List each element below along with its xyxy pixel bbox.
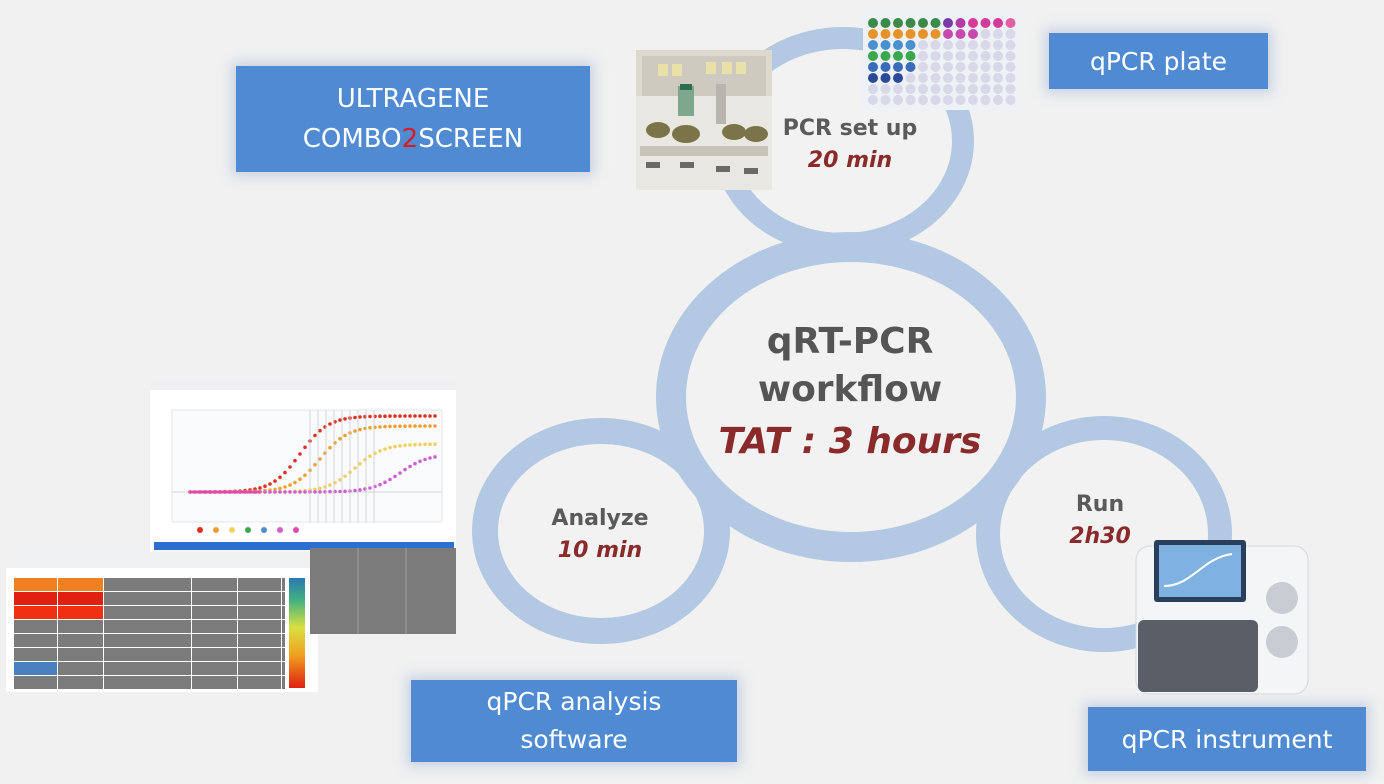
step-pcr-setup: PCR set up 20 min (760, 114, 940, 178)
amplification-plot-screenshot (150, 382, 456, 570)
center-line1: qRT-PCR (766, 321, 934, 362)
product-line2-accent: 2 (401, 124, 419, 154)
step-time: 2h30 (1069, 524, 1131, 549)
step-time: 10 min (557, 538, 643, 563)
step-run: Run 2h30 (1020, 490, 1180, 554)
product-line2-prefix: COMBO (302, 124, 402, 154)
analysis-software-box: qPCR analysis software (411, 680, 737, 762)
step-label: Analyze (551, 506, 649, 531)
qpcr-plate-image (863, 14, 1021, 110)
results-panel-screenshot (310, 548, 456, 634)
turnaround-time: TAT : 3 hours (718, 421, 982, 462)
step-label: Run (1075, 492, 1125, 517)
center-title: qRT-PCR workflow TAT : 3 hours (680, 318, 1020, 470)
center-line2: workflow (757, 369, 943, 410)
analysis-line2: software (520, 725, 628, 754)
product-name-box: ULTRAGENE COMBO2SCREEN (236, 66, 590, 172)
step-label: PCR set up (782, 116, 918, 141)
heatmap-table-screenshot (6, 552, 318, 692)
qpcr-plate-label: qPCR plate (1089, 46, 1228, 76)
qpcr-instrument-label: qPCR instrument (1121, 724, 1333, 754)
qpcr-instrument-box: qPCR instrument (1088, 707, 1366, 771)
product-line2: COMBO2SCREEN (303, 119, 523, 159)
product-line2-suffix: SCREEN (418, 124, 524, 154)
step-analyze: Analyze 10 min (510, 504, 690, 568)
analysis-line1: qPCR analysis (486, 687, 662, 716)
lab-setup-photo (636, 50, 772, 190)
qpcr-plate-box: qPCR plate (1049, 33, 1268, 89)
qpcr-instrument-image (1135, 540, 1309, 695)
step-time: 20 min (807, 148, 893, 173)
product-line1: ULTRAGENE (336, 84, 490, 114)
